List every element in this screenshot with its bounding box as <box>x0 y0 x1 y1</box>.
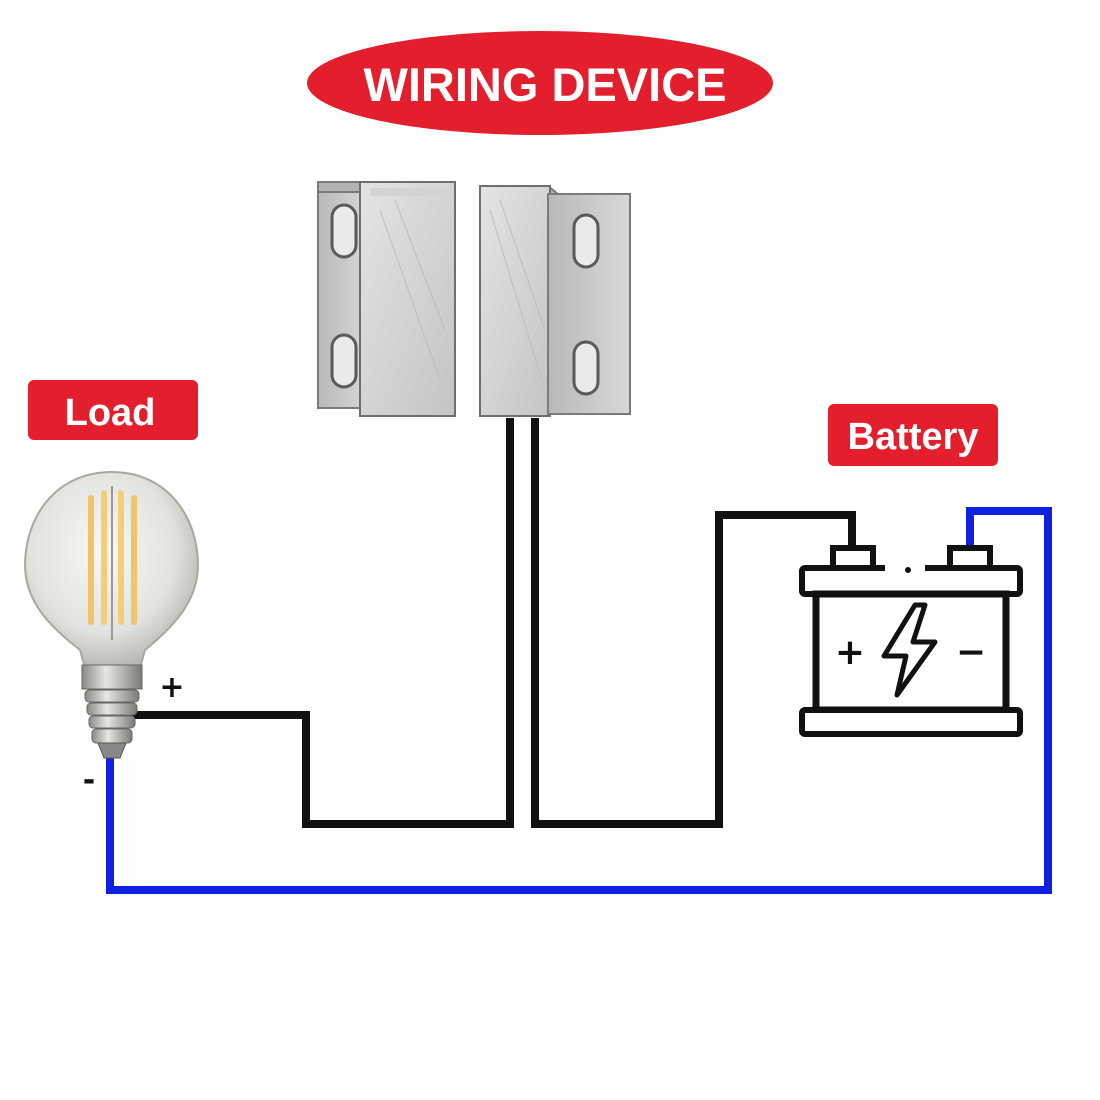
page-title: WIRING DEVICE <box>364 58 727 111</box>
battery-label: Battery <box>848 416 979 458</box>
load-label: Load <box>65 392 156 434</box>
battery-label-background <box>828 404 998 466</box>
bulb-screw-base <box>81 664 143 759</box>
bulb-filaments <box>88 486 137 640</box>
black-wire-switch-to-battery <box>531 418 856 828</box>
load-label-background <box>28 380 198 440</box>
lightning-bolt-icon <box>881 602 938 698</box>
title-badge: WIRING DEVICE <box>307 31 773 135</box>
load-plus-sign: + <box>159 670 184 705</box>
battery-label-badge: Battery <box>828 404 998 466</box>
title-badge-background <box>307 31 773 135</box>
battery-minus-sign: − <box>956 632 986 673</box>
wires <box>106 418 1052 894</box>
switch-magnet-part <box>317 181 456 417</box>
switch-sensor-part <box>479 185 631 417</box>
black-wire-load-to-switch <box>128 418 514 828</box>
magnetic-reed-switch-icon <box>317 181 631 417</box>
battery-icon <box>799 545 1023 737</box>
light-bulb-icon <box>23 470 200 759</box>
battery-plus-sign: + <box>835 632 865 673</box>
blue-wire-load-to-battery <box>106 507 1052 894</box>
load-minus-sign: - <box>83 763 95 798</box>
load-label-badge: Load <box>28 380 198 440</box>
